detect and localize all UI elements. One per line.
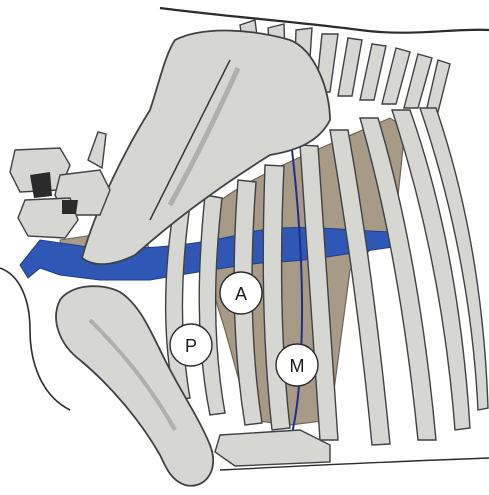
marker-p-label: P: [185, 336, 197, 356]
marker-a-label: A: [235, 284, 247, 304]
vertebra-dark-mark-2: [62, 200, 78, 214]
marker-m: M: [276, 344, 318, 386]
marker-p: P: [170, 324, 212, 366]
marker-a: A: [220, 272, 262, 314]
marker-m-label: M: [290, 356, 305, 376]
